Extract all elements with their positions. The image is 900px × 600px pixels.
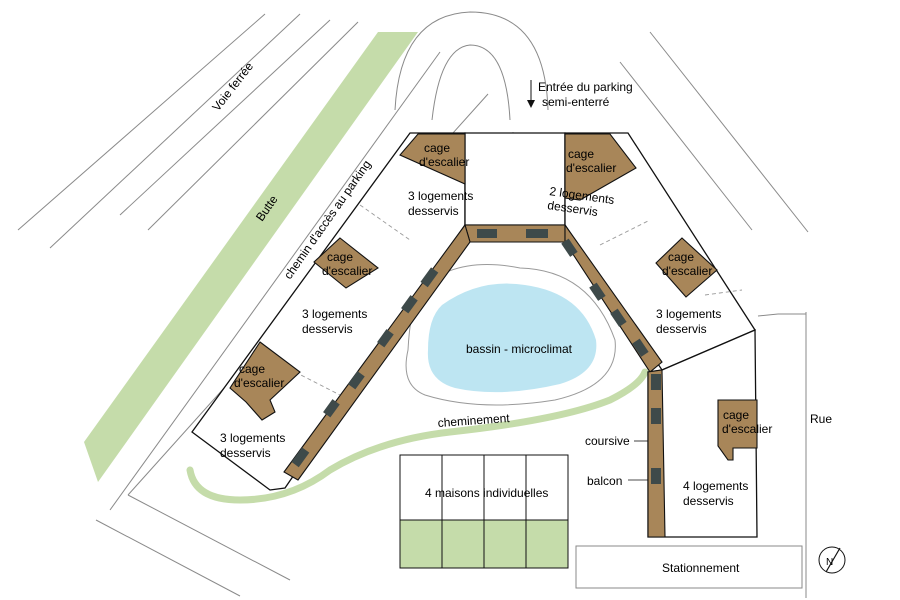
logements-label: 3 logements [302, 307, 367, 321]
railway-lines [17, 13, 359, 249]
cage-label: cage [668, 250, 694, 264]
label-voie-ferree: Voie ferrée [209, 59, 256, 114]
label-entree-1: Entrée du parking [538, 80, 633, 94]
cage-label: cage [568, 147, 594, 161]
logements-label: 3 logements [220, 431, 285, 445]
pond-water [427, 283, 597, 393]
parking-ramp [394, 11, 549, 111]
label-maisons: 4 maisons individuelles [425, 486, 548, 500]
logements-label: desservis [547, 198, 599, 219]
label-bassin: bassin - microclimat [466, 342, 573, 356]
label-stationnement: Stationnement [662, 561, 740, 575]
cage-label: d'escalier [419, 155, 469, 169]
logements-label: 3 logements [656, 307, 721, 321]
cage-label: cage [424, 141, 450, 155]
individual-houses [399, 454, 569, 569]
north-arrow: N [818, 546, 846, 574]
stair-core-5 [229, 341, 301, 421]
logements-label: desservis [683, 494, 734, 508]
stair-core-2 [564, 133, 637, 201]
cage-label: d'escalier [322, 264, 372, 278]
label-cheminement: cheminement [437, 411, 511, 430]
coursive-windows [291, 229, 661, 484]
logements-label: desservis [408, 204, 459, 218]
cage-label: d'escalier [662, 264, 712, 278]
stair-core-4 [655, 237, 718, 298]
street-lines [619, 31, 809, 598]
pond-outline [405, 263, 616, 406]
unit-separations [294, 204, 743, 396]
cage-label: cage [239, 362, 265, 376]
label-entree-2: semi-enterré [542, 95, 610, 109]
logements-label: 3 logements [408, 189, 473, 203]
cage-label: d'escalier [566, 161, 616, 175]
logements-label: 4 logements [683, 479, 748, 493]
butte-strip [84, 32, 418, 482]
logements-label: desservis [220, 446, 271, 460]
logements-label: desservis [302, 322, 353, 336]
label-balcon: balcon [587, 474, 622, 488]
entrance-arrow [527, 80, 535, 108]
cage-label: cage [327, 250, 353, 264]
parking-lot [575, 545, 803, 589]
stair-core-6 [717, 399, 758, 461]
cheminement-path [186, 368, 649, 504]
stair-core-1 [399, 133, 466, 185]
stair-core-3 [313, 237, 379, 289]
north-label: N [826, 557, 833, 568]
cage-label: d'escalier [722, 422, 772, 436]
cage-label: d'escalier [234, 376, 284, 390]
logements-label: desservis [656, 322, 707, 336]
label-coursive: coursive [585, 434, 630, 448]
label-rue: Rue [810, 412, 832, 426]
cage-label: cage [723, 408, 749, 422]
